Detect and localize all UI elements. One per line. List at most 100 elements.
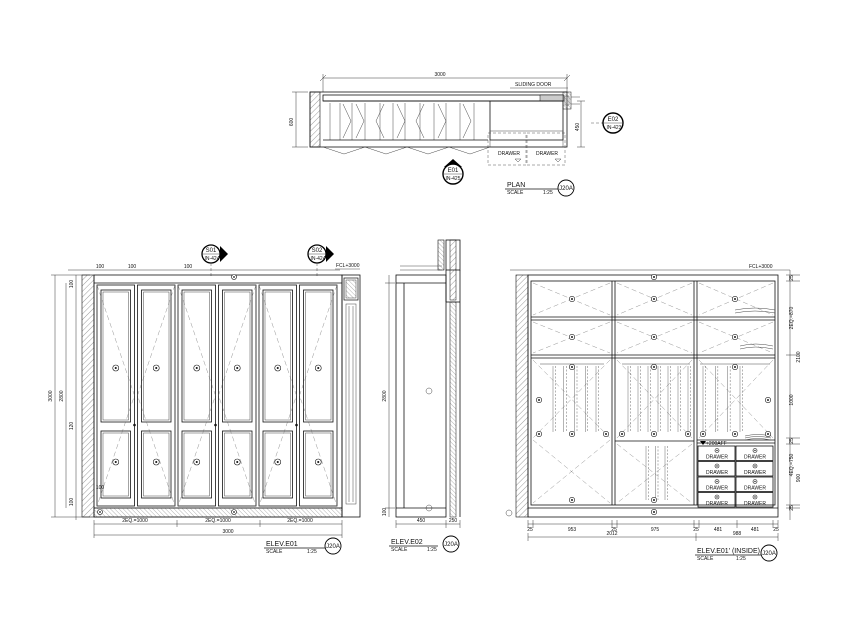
- e01-dim-eq-3: 2EQ.=1000: [287, 518, 313, 524]
- e01-dim-eq-1: 2EQ.=1000: [122, 518, 148, 524]
- plan-wall-left: [309, 91, 321, 148]
- e02-tag-bottom: IN-423: [606, 125, 621, 131]
- e01-dim-100-inner: 100: [96, 485, 105, 491]
- e02-cabinet-side: [395, 274, 447, 518]
- elevation-e02: 2800 100 450 250 ELEV.E02 SCALE 1:25 J20…: [382, 239, 461, 553]
- elevation-e01: S01 IN-424 S02 IN-424 FCL+3000 100 100 1…: [48, 244, 361, 555]
- inside-hanging-rails: [532, 359, 774, 439]
- e01-dim-120: 120: [69, 422, 75, 431]
- e02-scale-label: SCALE: [391, 547, 408, 553]
- plan-depth-label: 600: [289, 118, 295, 127]
- plan-title-block: PLAN SCALE 1:25 J20A: [505, 179, 575, 197]
- e01-dim-total: 3000: [222, 529, 233, 535]
- section-tag-e01: E01 IN-425: [442, 159, 464, 185]
- garment: [563, 366, 567, 432]
- drawer: DRAWER: [735, 492, 774, 508]
- e02-title: ELEV.E02: [391, 539, 423, 546]
- inside-title: ELEV.E01' (INSIDE): [697, 548, 760, 555]
- door-panel: [137, 284, 176, 507]
- plan-depth-dimension: 600: [289, 91, 308, 148]
- plan-drawer-1-label: DRAWER: [498, 151, 520, 157]
- drawer-label: DRAWER: [706, 486, 728, 492]
- drawer: DRAWER: [735, 445, 774, 461]
- bottom-dimension-label: 975: [651, 527, 660, 533]
- inside-fcl-label: FCL+3000: [749, 264, 773, 270]
- garment: [727, 366, 731, 432]
- door-panel: [299, 284, 338, 507]
- bottom-dimension-label: 25: [527, 527, 533, 533]
- garment: [687, 366, 691, 432]
- plan-door-swings: [322, 146, 491, 155]
- garment: [585, 366, 588, 432]
- drawer-label: DRAWER: [706, 455, 728, 461]
- garment: [657, 366, 661, 432]
- plan-sheet-ref: J20A: [559, 186, 573, 192]
- bottom-dimension-label: 25: [611, 527, 617, 533]
- inside-markers: [535, 273, 771, 515]
- e01-dim-100-bottom: 100: [69, 498, 75, 507]
- garment: [739, 366, 743, 432]
- drawer-label: DRAWER: [744, 486, 766, 492]
- bottom-dimension-label: 481: [714, 527, 723, 533]
- plan-view: 3000 600 SLIDING DOOR: [289, 72, 624, 197]
- garment: [574, 366, 578, 432]
- door-panel: [258, 284, 298, 507]
- drawer-label: DRAWER: [744, 501, 766, 507]
- inside-wall-left: [515, 274, 529, 518]
- drawer: DRAWER: [697, 476, 736, 492]
- bottom-dimension-label: 25: [693, 527, 699, 533]
- e02-scale-value: 1:25: [427, 547, 437, 553]
- drawer-label: DRAWER: [706, 470, 728, 476]
- sliding-door-label: SLIDING DOOR: [515, 82, 552, 88]
- e01-dim-100-top: 100: [69, 280, 75, 289]
- garment: [645, 446, 649, 500]
- drawer-label: DRAWER: [744, 470, 766, 476]
- drawer: DRAWER: [697, 492, 736, 508]
- e02-dim-250: 250: [449, 518, 458, 524]
- section-tag-s02: S02 IN-424: [307, 244, 334, 276]
- bottom-dimension-label: 953: [568, 527, 577, 533]
- e01-dim-100-c: 100: [184, 264, 193, 270]
- e01-dim-2800-vertical: 2800: [59, 390, 65, 401]
- inside-dim-4eq-750: 4EQ.=750: [789, 453, 795, 476]
- plan-title: PLAN: [507, 182, 525, 189]
- inside-dim-1000: 1000: [789, 394, 795, 405]
- e01-scale-label: SCALE: [266, 549, 283, 555]
- plan-width-dimension: 3000: [319, 72, 571, 92]
- garment: [595, 366, 599, 432]
- e01-scale-value: 1:25: [307, 549, 317, 555]
- elevation-e01-inside: FCL+3000: [505, 264, 802, 562]
- e01-tag-bottom: IN-425: [445, 176, 460, 182]
- e01-cabinet-outline: [93, 274, 343, 518]
- drawer: DRAWER: [697, 461, 736, 477]
- inside-cabinet-outline: [527, 274, 779, 518]
- e02-dim-450: 450: [417, 518, 426, 524]
- inside-scale-value: 1:25: [736, 556, 746, 562]
- drawer-label: DRAWER: [744, 455, 766, 461]
- e02-sheet-ref: J20A: [444, 542, 458, 548]
- drawer: DRAWER: [735, 476, 774, 492]
- plan-width-label: 3000: [434, 72, 445, 78]
- inside-dim-2eq-870: 2EQ.=870: [789, 306, 795, 329]
- inside-dim-25-bottom: 25: [789, 505, 795, 511]
- e02-tag-top: E02: [608, 117, 619, 123]
- garment: [552, 366, 556, 432]
- plan-outline: [309, 91, 568, 148]
- e02-dim-100: 100: [382, 508, 388, 517]
- door-panel: [96, 284, 136, 507]
- plan-scale-value: 1:25: [543, 190, 553, 196]
- e01-title: ELEV.E01: [266, 541, 298, 548]
- e01-fcl-label: FCL+3000: [336, 263, 360, 269]
- section-tag-s01: S01 IN-424: [201, 244, 228, 276]
- inside-scale-label: SCALE: [697, 556, 714, 562]
- drawer: DRAWER: [697, 445, 736, 461]
- inside-garments: [552, 366, 743, 500]
- inside-dim-25-top: 25: [789, 275, 795, 281]
- inside-sheet-ref: J20A: [762, 551, 776, 557]
- bottom-dimension-label: 25: [773, 527, 779, 533]
- section-tag-e02: E02 IN-423: [602, 112, 624, 134]
- plan-hanging-rails: [329, 103, 475, 140]
- e01-wall-left: [81, 274, 95, 518]
